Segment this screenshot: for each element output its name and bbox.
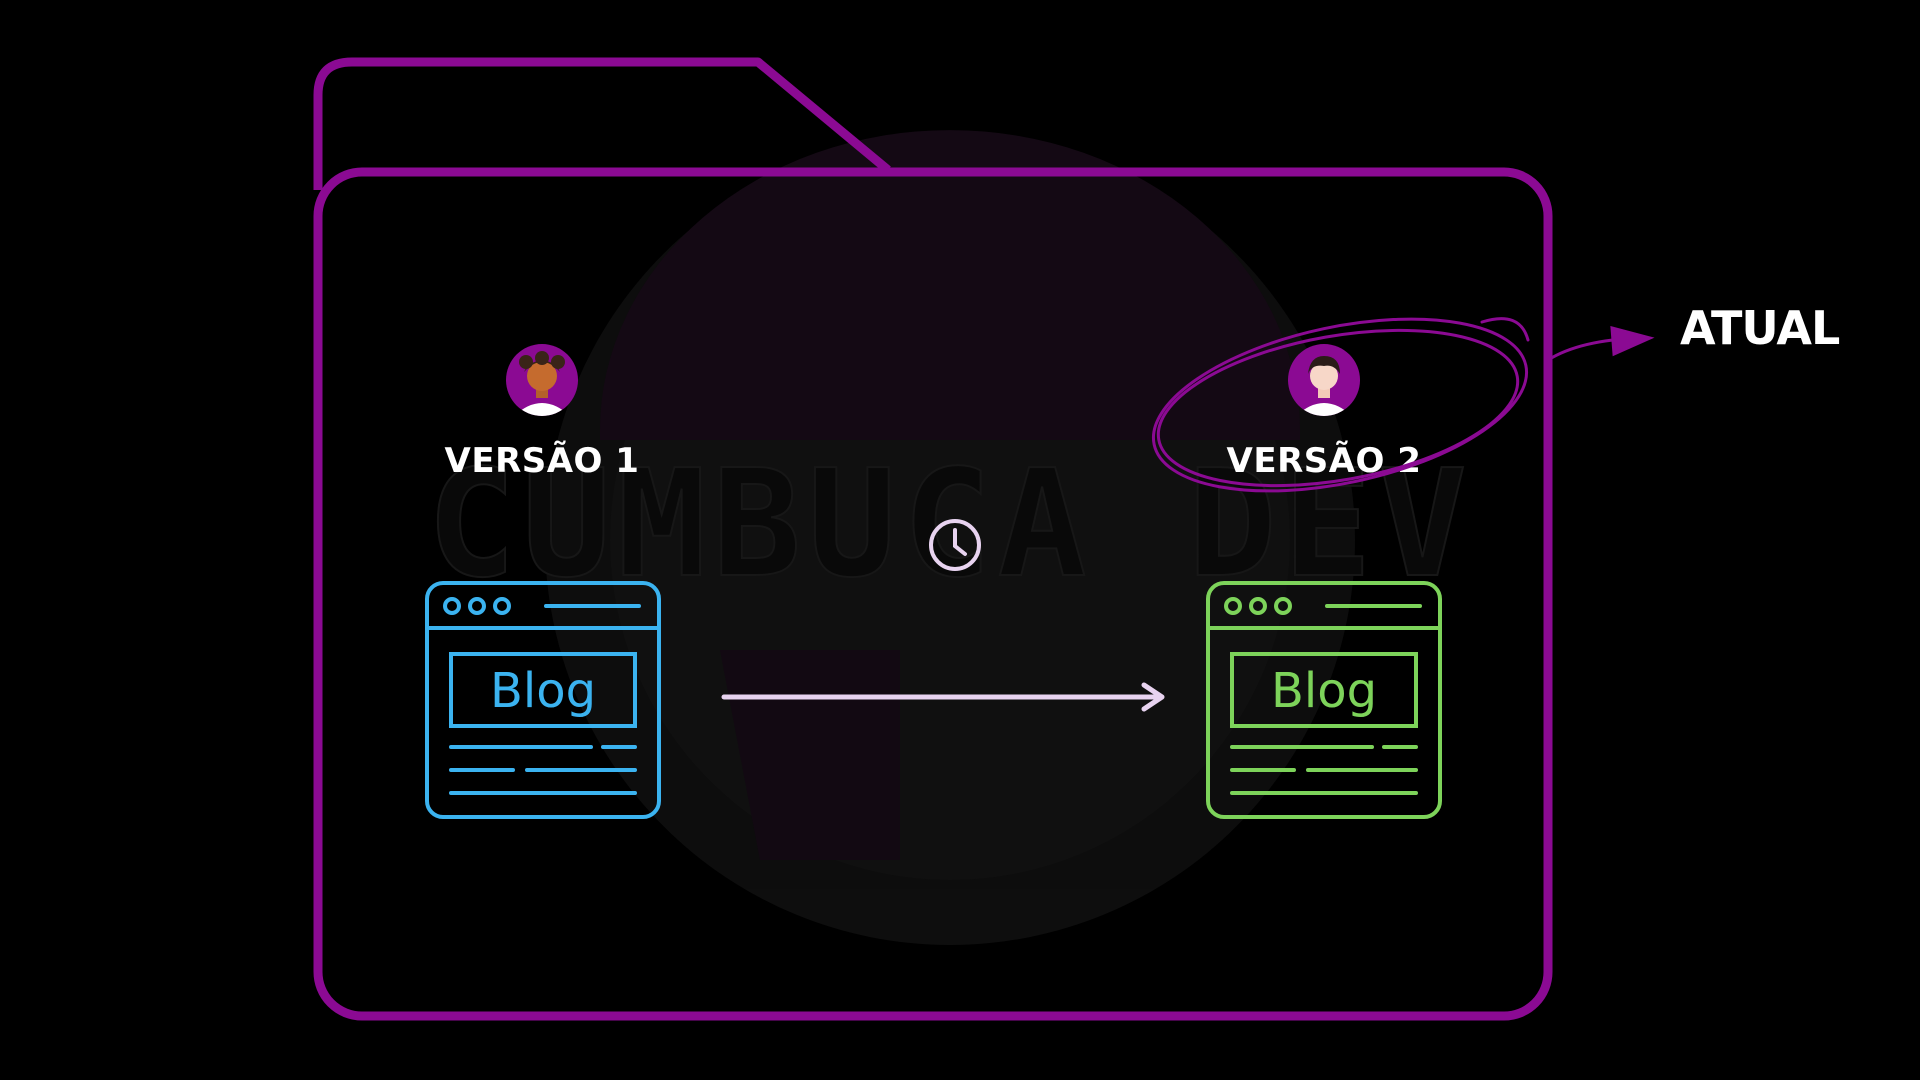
version-2-window-label: Blog: [1271, 663, 1377, 719]
avatar-version-1: [506, 344, 578, 416]
version-1-label: VERSÃO 1: [445, 440, 640, 481]
arrow-right-icon: [721, 682, 1165, 712]
current-version-highlight: [1151, 317, 1530, 493]
current-tag-label: ATUAL: [1680, 301, 1840, 355]
watermark: CUMBUCA DEV: [426, 130, 1468, 945]
browser-window-version-2: [1206, 581, 1442, 819]
version-2-label: VERSÃO 2: [1227, 440, 1422, 481]
clock-icon: [929, 519, 981, 571]
browser-window-version-1: [425, 581, 661, 819]
folder-outline: [313, 57, 1553, 1021]
avatar-version-2: [1288, 344, 1360, 416]
annotation-arrow: [1546, 326, 1655, 362]
version-1-window-label: Blog: [490, 663, 596, 719]
